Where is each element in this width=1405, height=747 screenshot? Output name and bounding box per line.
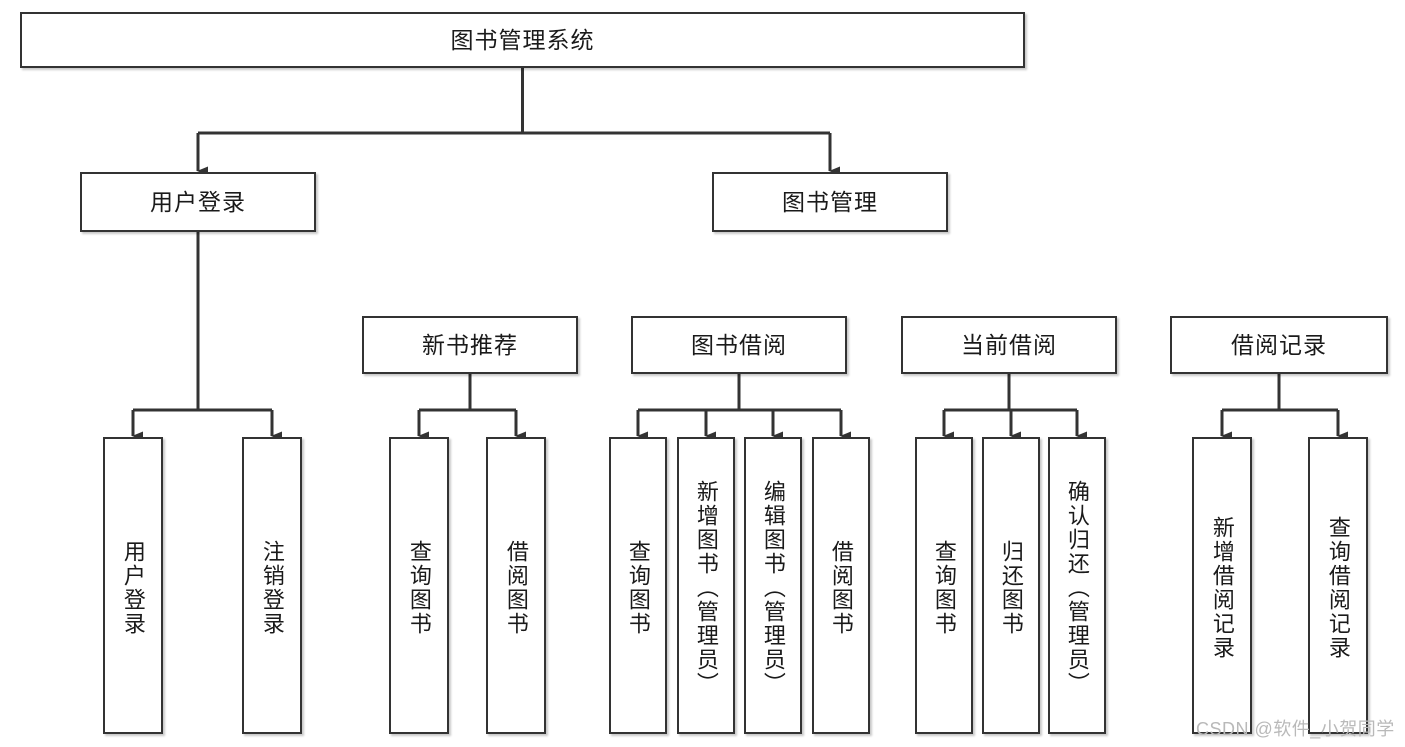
node-bookmgmt[interactable]: 图书管理	[712, 172, 948, 232]
node-label: 图书借阅	[691, 331, 787, 358]
node-label: 归还图书	[998, 539, 1024, 636]
node-label: 借阅图书	[503, 539, 529, 636]
node-label: 借阅图书	[828, 539, 854, 636]
node-label: 确认归还（管理员）	[1064, 479, 1090, 696]
node-label: 当前借阅	[961, 331, 1057, 358]
node-label: 新增借阅记录	[1209, 515, 1235, 660]
node-rc-query[interactable]: 查询借阅记录	[1308, 437, 1368, 734]
node-bw-borrow[interactable]: 借阅图书	[812, 437, 870, 734]
node-login-out[interactable]: 注销登录	[242, 437, 302, 734]
node-login[interactable]: 用户登录	[80, 172, 316, 232]
node-login-in[interactable]: 用户登录	[103, 437, 163, 734]
node-label: 用户登录	[120, 539, 146, 636]
watermark-label: CSDN @软件_小贺同学	[1196, 719, 1395, 739]
node-newbook[interactable]: 新书推荐	[362, 316, 578, 374]
node-label: 图书管理	[782, 188, 878, 215]
node-bw-add[interactable]: 新增图书（管理员）	[677, 437, 735, 734]
node-label: 图书管理系统	[450, 26, 595, 53]
node-label: 新增图书（管理员）	[693, 479, 719, 696]
edge-group	[133, 68, 1338, 436]
node-rc-add[interactable]: 新增借阅记录	[1192, 437, 1252, 734]
node-label: 查询图书	[931, 539, 957, 636]
node-label: 查询图书	[625, 539, 651, 636]
node-label: 注销登录	[259, 539, 285, 636]
node-label: 新书推荐	[422, 331, 518, 358]
node-bw-edit[interactable]: 编辑图书（管理员）	[744, 437, 802, 734]
node-current[interactable]: 当前借阅	[901, 316, 1117, 374]
node-cb-return[interactable]: 归还图书	[982, 437, 1040, 734]
node-nb-query[interactable]: 查询图书	[389, 437, 449, 734]
node-label: 用户登录	[150, 188, 246, 215]
node-borrow[interactable]: 图书借阅	[631, 316, 847, 374]
node-label: 借阅记录	[1231, 331, 1327, 358]
node-label: 查询图书	[406, 539, 432, 636]
node-label: 查询借阅记录	[1325, 515, 1351, 660]
node-records[interactable]: 借阅记录	[1170, 316, 1388, 374]
node-cb-query[interactable]: 查询图书	[915, 437, 973, 734]
node-nb-borrow[interactable]: 借阅图书	[486, 437, 546, 734]
node-bw-query[interactable]: 查询图书	[609, 437, 667, 734]
node-root[interactable]: 图书管理系统	[20, 12, 1025, 68]
node-label: 编辑图书（管理员）	[760, 479, 786, 696]
node-cb-confirm[interactable]: 确认归还（管理员）	[1048, 437, 1106, 734]
